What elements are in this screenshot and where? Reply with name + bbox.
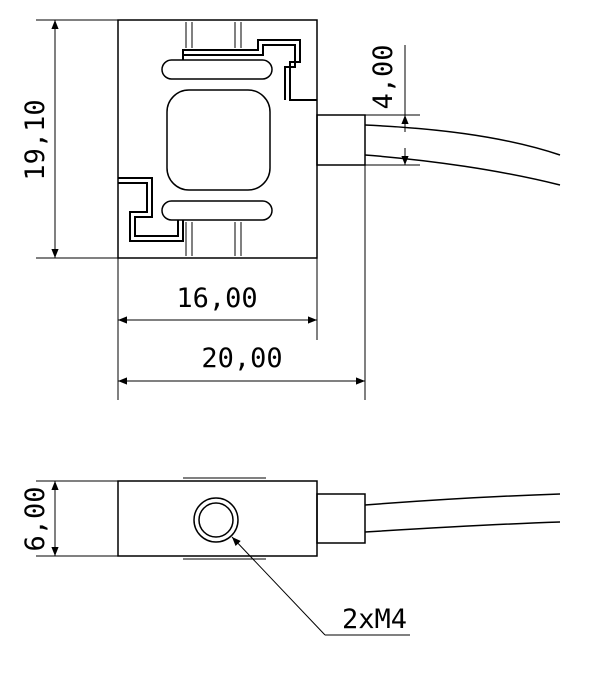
lower-slot	[161, 200, 273, 221]
thread-hole-inner	[198, 502, 234, 538]
side-cable	[364, 493, 561, 533]
body-width-dim-text: 16,00	[176, 283, 257, 314]
cable	[364, 124, 561, 186]
flexure-cut-bottom	[118, 177, 184, 242]
side-body	[117, 480, 318, 557]
cable-gland	[316, 114, 366, 166]
side-cable-gland	[316, 493, 366, 544]
cable-dimension: 4,00	[365, 44, 420, 166]
body-width-dimension: 16,00	[117, 258, 318, 400]
height-dimension: 19,10	[20, 19, 118, 259]
overall-width-dim-text: 20,00	[201, 343, 282, 374]
thickness-dim-text: 6,00	[20, 486, 51, 551]
thread-callout: 2xM4	[231, 536, 410, 636]
thread-callout-text: 2xM4	[342, 604, 407, 635]
overall-width-dimension: 20,00	[118, 165, 366, 400]
flexure-cut-top	[182, 39, 317, 101]
thread-hole-outer	[193, 497, 239, 543]
top-view: 19,10 4,00 16,00 20,00	[20, 19, 561, 400]
height-dim-text: 19,10	[20, 99, 51, 180]
cable-dim-text: 4,00	[368, 44, 399, 109]
side-view: 6,00 2xM4	[20, 477, 561, 636]
center-pocket	[166, 89, 271, 191]
gauge-lines	[185, 22, 242, 256]
thickness-dimension: 6,00	[20, 480, 118, 557]
upper-slot	[161, 59, 273, 80]
